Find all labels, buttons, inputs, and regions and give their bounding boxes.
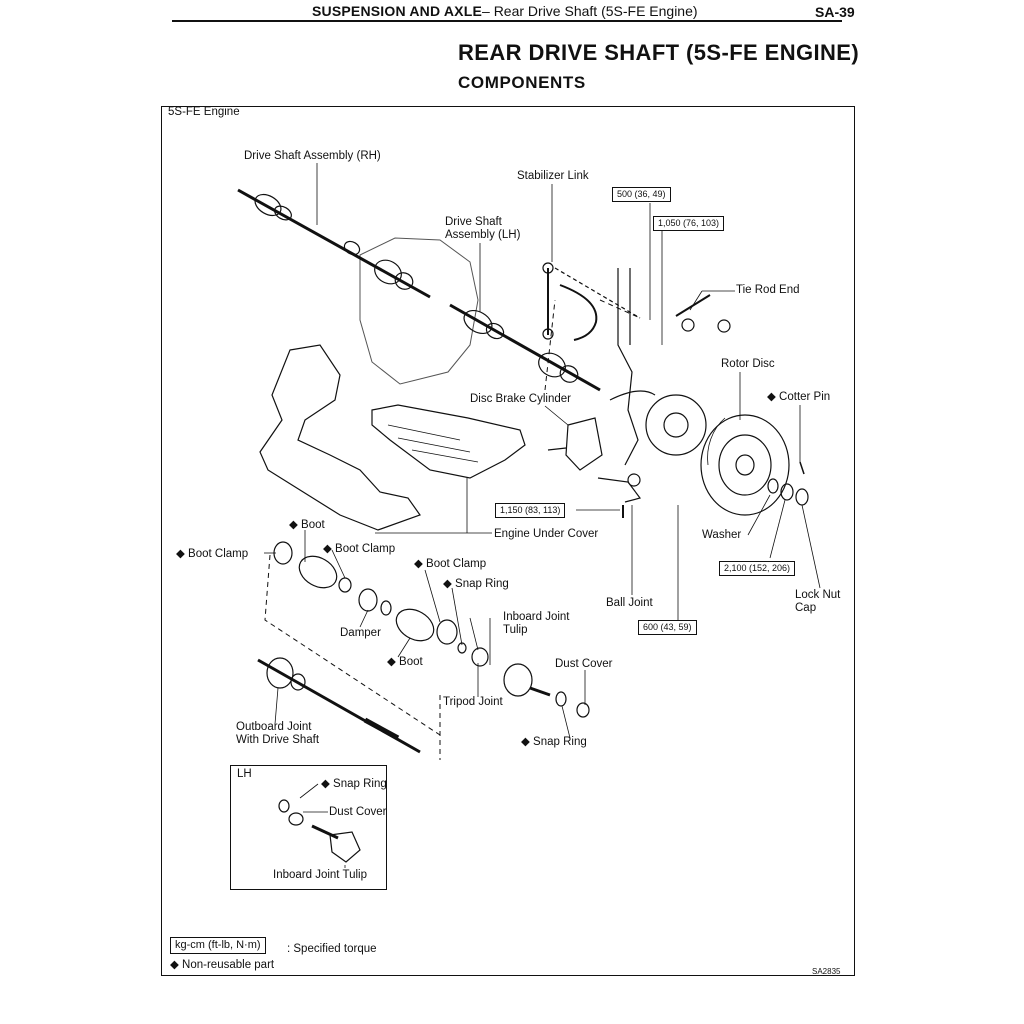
- label-outboard-joint-line1: Outboard Joint: [236, 721, 312, 733]
- washer-nut-cap-drawing: [767, 461, 809, 506]
- drive-shaft-rh-drawing: [237, 188, 431, 299]
- torque-box-2100: 2,100 (152, 206): [719, 561, 796, 576]
- label-stabilizer-link: Stabilizer Link: [517, 170, 589, 182]
- non-reusable-diamond-icon: ◆: [443, 578, 456, 590]
- label-dust-cover: Dust Cover: [555, 658, 613, 670]
- torque-box-1150: 1,150 (83, 113): [495, 503, 566, 518]
- non-reusable-diamond-icon: ◆: [289, 519, 302, 531]
- rotor-disc-drawing: [700, 414, 790, 516]
- lh-inset-box: [230, 765, 387, 890]
- legend-torque-desc: : Specified torque: [287, 943, 377, 955]
- non-reusable-diamond-icon: ◆: [176, 548, 189, 560]
- section-heading: SUSPENSION AND AXLE– Rear Drive Shaft (5…: [312, 3, 698, 19]
- page-number: SA-39: [815, 4, 855, 20]
- lh-label-snap-ring: ◆ Snap Ring: [321, 778, 387, 790]
- assembly-dashed-lines: [264, 299, 641, 760]
- label-tripod-joint: Tripod Joint: [443, 696, 503, 708]
- label-boot-clamp-left: ◆ Boot Clamp: [176, 548, 249, 560]
- legend-torque-unit-box: kg-cm (ft-lb, N·m): [170, 937, 266, 954]
- lh-label-dust-cover: Dust Cover: [329, 806, 387, 818]
- engine-under-cover-drawing: [259, 344, 526, 531]
- label-drive-shaft-lh-line1: Drive Shaft: [445, 216, 502, 228]
- outboard-joint-drawing: [257, 657, 421, 754]
- header-rule: [172, 20, 842, 22]
- non-reusable-diamond-icon: ◆: [767, 391, 780, 403]
- ball-joint-drawing: [597, 473, 642, 518]
- label-outboard-joint-line2: With Drive Shaft: [236, 734, 320, 746]
- engine-block-outline: [359, 237, 479, 385]
- frame-label: 5S-FE Engine: [168, 106, 240, 118]
- label-snap-ring-lower: ◆ Snap Ring: [521, 736, 587, 748]
- label-drive-shaft-lh-line2: Assembly (LH): [445, 229, 521, 241]
- lh-label-inboard-joint-tulip: Inboard Joint Tulip: [273, 869, 367, 881]
- label-tie-rod-end: Tie Rod End: [736, 284, 800, 296]
- legend-non-reusable: ◆ Non-reusable part: [170, 959, 275, 971]
- lh-inset-drawing: [278, 783, 361, 868]
- label-washer: Washer: [702, 529, 742, 541]
- torque-box-500: 500 (36, 49): [612, 187, 671, 202]
- label-inboard-joint-tulip-line1: Inboard Joint: [503, 611, 570, 623]
- non-reusable-diamond-icon: ◆: [387, 656, 400, 668]
- label-boot-top: ◆ Boot: [289, 519, 325, 531]
- label-boot-clamp-mid: ◆ Boot Clamp: [323, 543, 396, 555]
- label-damper: Damper: [340, 627, 381, 639]
- label-inboard-joint-tulip-line2: Tulip: [503, 624, 528, 636]
- label-rotor-disc: Rotor Disc: [721, 358, 775, 370]
- label-disc-brake-cylinder: Disc Brake Cylinder: [470, 393, 571, 405]
- disc-brake-cylinder-drawing: [547, 417, 603, 471]
- exploded-inboard-parts-drawing: [273, 541, 590, 718]
- non-reusable-diamond-icon: ◆: [321, 778, 334, 790]
- non-reusable-diamond-icon: ◆: [323, 543, 336, 555]
- page-title: REAR DRIVE SHAFT (5S-FE ENGINE): [458, 40, 860, 65]
- stabilizer-link-drawing: [542, 262, 641, 341]
- drive-shaft-lh-drawing: [449, 303, 601, 392]
- page-subtitle: COMPONENTS: [458, 73, 586, 92]
- torque-box-600: 600 (43, 59): [638, 620, 697, 635]
- non-reusable-diamond-icon: ◆: [414, 558, 427, 570]
- label-ball-joint: Ball Joint: [606, 597, 653, 609]
- lh-inset-title: LH: [237, 768, 252, 780]
- torque-box-1050: 1,050 (76, 103): [653, 216, 725, 231]
- non-reusable-diamond-icon: ◆: [521, 736, 534, 748]
- label-boot-bottom: ◆ Boot: [387, 656, 423, 668]
- knuckle-hub-drawing: [609, 268, 707, 466]
- label-drive-shaft-rh: Drive Shaft Assembly (RH): [244, 150, 381, 162]
- label-lock-nut-cap-line2: Cap: [795, 602, 817, 614]
- figure-code: SA2835: [812, 967, 841, 976]
- tie-rod-end-drawing: [675, 294, 731, 333]
- label-cotter-pin: ◆ Cotter Pin: [767, 391, 831, 403]
- diagram-frame: [161, 106, 855, 976]
- label-engine-under-cover: Engine Under Cover: [494, 528, 599, 540]
- non-reusable-diamond-icon: ◆: [170, 959, 183, 971]
- label-boot-clamp-right: ◆ Boot Clamp: [414, 558, 487, 570]
- label-lock-nut-cap-line1: Lock Nut: [795, 589, 841, 601]
- leader-lines: [264, 163, 821, 739]
- label-snap-ring-upper: ◆ Snap Ring: [443, 578, 509, 590]
